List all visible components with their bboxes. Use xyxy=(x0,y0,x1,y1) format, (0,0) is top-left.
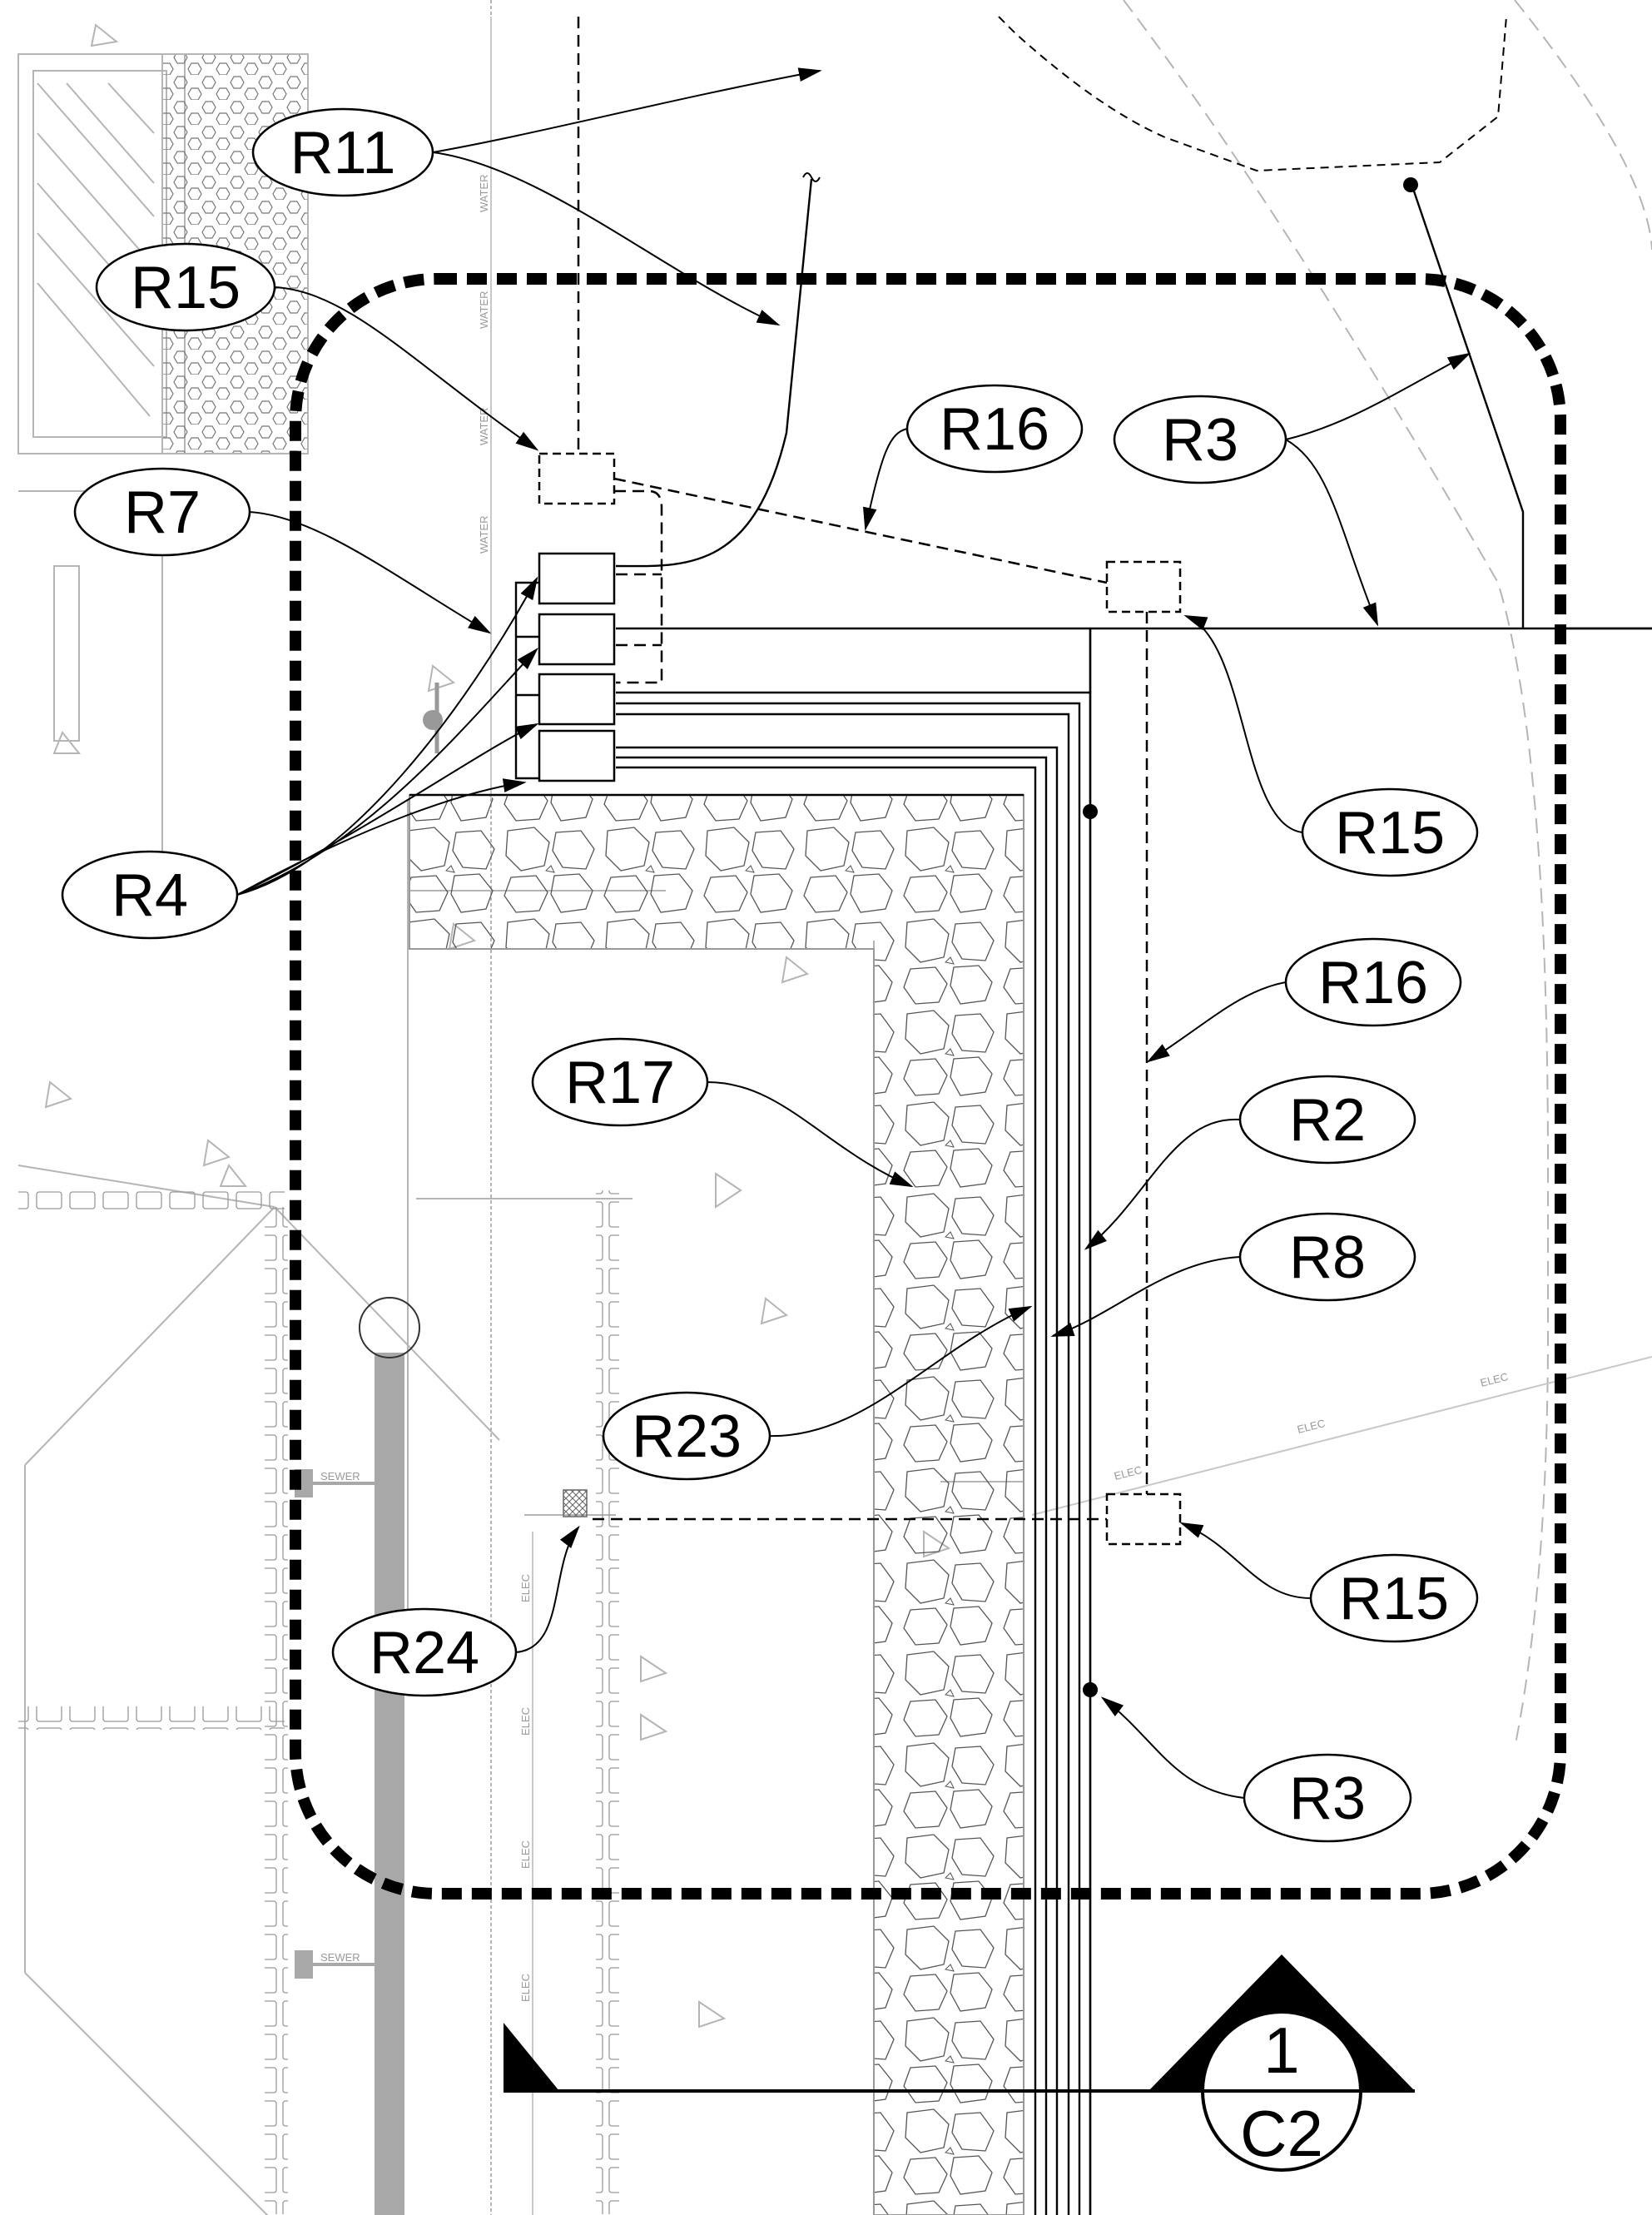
callout-r24[interactable]: R24 xyxy=(331,1607,518,1697)
svg-text:R15: R15 xyxy=(131,255,241,321)
elec-label-5: ELEC xyxy=(1113,1463,1144,1482)
callout-r15-mid[interactable]: R15 xyxy=(1301,787,1479,877)
callout-r4[interactable]: R4 xyxy=(61,850,239,940)
block-wall-horizontal-top xyxy=(18,1190,285,1214)
node-dot-1 xyxy=(1403,177,1418,192)
svg-text:R2: R2 xyxy=(1289,1087,1366,1154)
callout-r16-mid[interactable]: R16 xyxy=(1284,937,1462,1027)
block-wall-horizontal-bottom xyxy=(18,1706,285,1730)
block-wall-mid xyxy=(596,1190,619,2214)
svg-text:R11: R11 xyxy=(290,120,396,186)
section-number: 1 xyxy=(1263,2014,1299,2087)
callout-r11[interactable]: R11 xyxy=(251,107,434,197)
callout-r17[interactable]: R17 xyxy=(531,1037,709,1127)
elec-label-2: ELEC xyxy=(519,1707,532,1736)
callout-r7[interactable]: R7 xyxy=(73,467,251,557)
elec-label-4: ELEC xyxy=(519,1974,532,2002)
callout-r2[interactable]: R2 xyxy=(1238,1075,1416,1165)
water-label-3: WATER xyxy=(478,408,490,446)
equipment-boxes xyxy=(538,552,616,782)
svg-text:R16: R16 xyxy=(1318,950,1428,1016)
svg-text:R24: R24 xyxy=(370,1620,479,1686)
light-pole-icon xyxy=(423,683,443,753)
stone-riprap-area xyxy=(409,794,1024,2215)
sewer-label-1: SEWER xyxy=(320,1470,360,1482)
callout-r3-bottom[interactable]: R3 xyxy=(1243,1753,1412,1843)
callout-r8[interactable]: R8 xyxy=(1238,1212,1416,1302)
node-dot-2 xyxy=(1083,804,1098,819)
callout-r3-top[interactable]: R3 xyxy=(1113,395,1287,484)
callout-r15-bottom[interactable]: R15 xyxy=(1309,1553,1479,1643)
svg-text:R16: R16 xyxy=(940,396,1049,463)
callout-r15-top[interactable]: R15 xyxy=(95,242,276,332)
section-sheet: C2 xyxy=(1240,2097,1323,2170)
section-cut-marker: 1 C2 xyxy=(504,1954,1415,2172)
electric-line: ELEC ELEC ELEC ELEC ELEC ELEC ELEC xyxy=(519,1356,1652,2215)
sewer-label-2: SEWER xyxy=(320,1951,360,1964)
junction-boxes xyxy=(538,452,1182,1546)
svg-text:R7: R7 xyxy=(124,479,201,546)
water-line: WATER WATER WATER WATER xyxy=(478,17,492,799)
svg-text:R3: R3 xyxy=(1162,407,1238,474)
svg-text:R15: R15 xyxy=(1335,800,1445,867)
svg-text:R17: R17 xyxy=(565,1050,675,1116)
node-dot-3 xyxy=(1083,1682,1098,1697)
conduit-lines xyxy=(409,16,1652,2215)
elec-label-6: ELEC xyxy=(1296,1417,1327,1436)
elec-label-1: ELEC xyxy=(519,1574,532,1602)
callout-r23[interactable]: R23 xyxy=(602,1391,771,1481)
water-label-1: WATER xyxy=(478,175,490,213)
svg-text:R8: R8 xyxy=(1289,1224,1366,1291)
water-label-4: WATER xyxy=(478,516,490,554)
callout-r16-top[interactable]: R16 xyxy=(905,384,1084,474)
sewer-line: SEWER SEWER xyxy=(295,1297,420,2215)
work-boundary xyxy=(290,273,1566,1900)
leader-lines xyxy=(236,67,1471,1799)
svg-text:R15: R15 xyxy=(1339,1566,1449,1632)
water-label-2: WATER xyxy=(478,291,490,330)
svg-text:R4: R4 xyxy=(112,862,188,929)
elec-label-7: ELEC xyxy=(1479,1370,1510,1389)
elec-label-3: ELEC xyxy=(519,1840,532,1869)
crosshatch-box xyxy=(563,1489,588,1517)
svg-text:R23: R23 xyxy=(632,1403,742,1470)
svg-text:R3: R3 xyxy=(1289,1766,1366,1832)
